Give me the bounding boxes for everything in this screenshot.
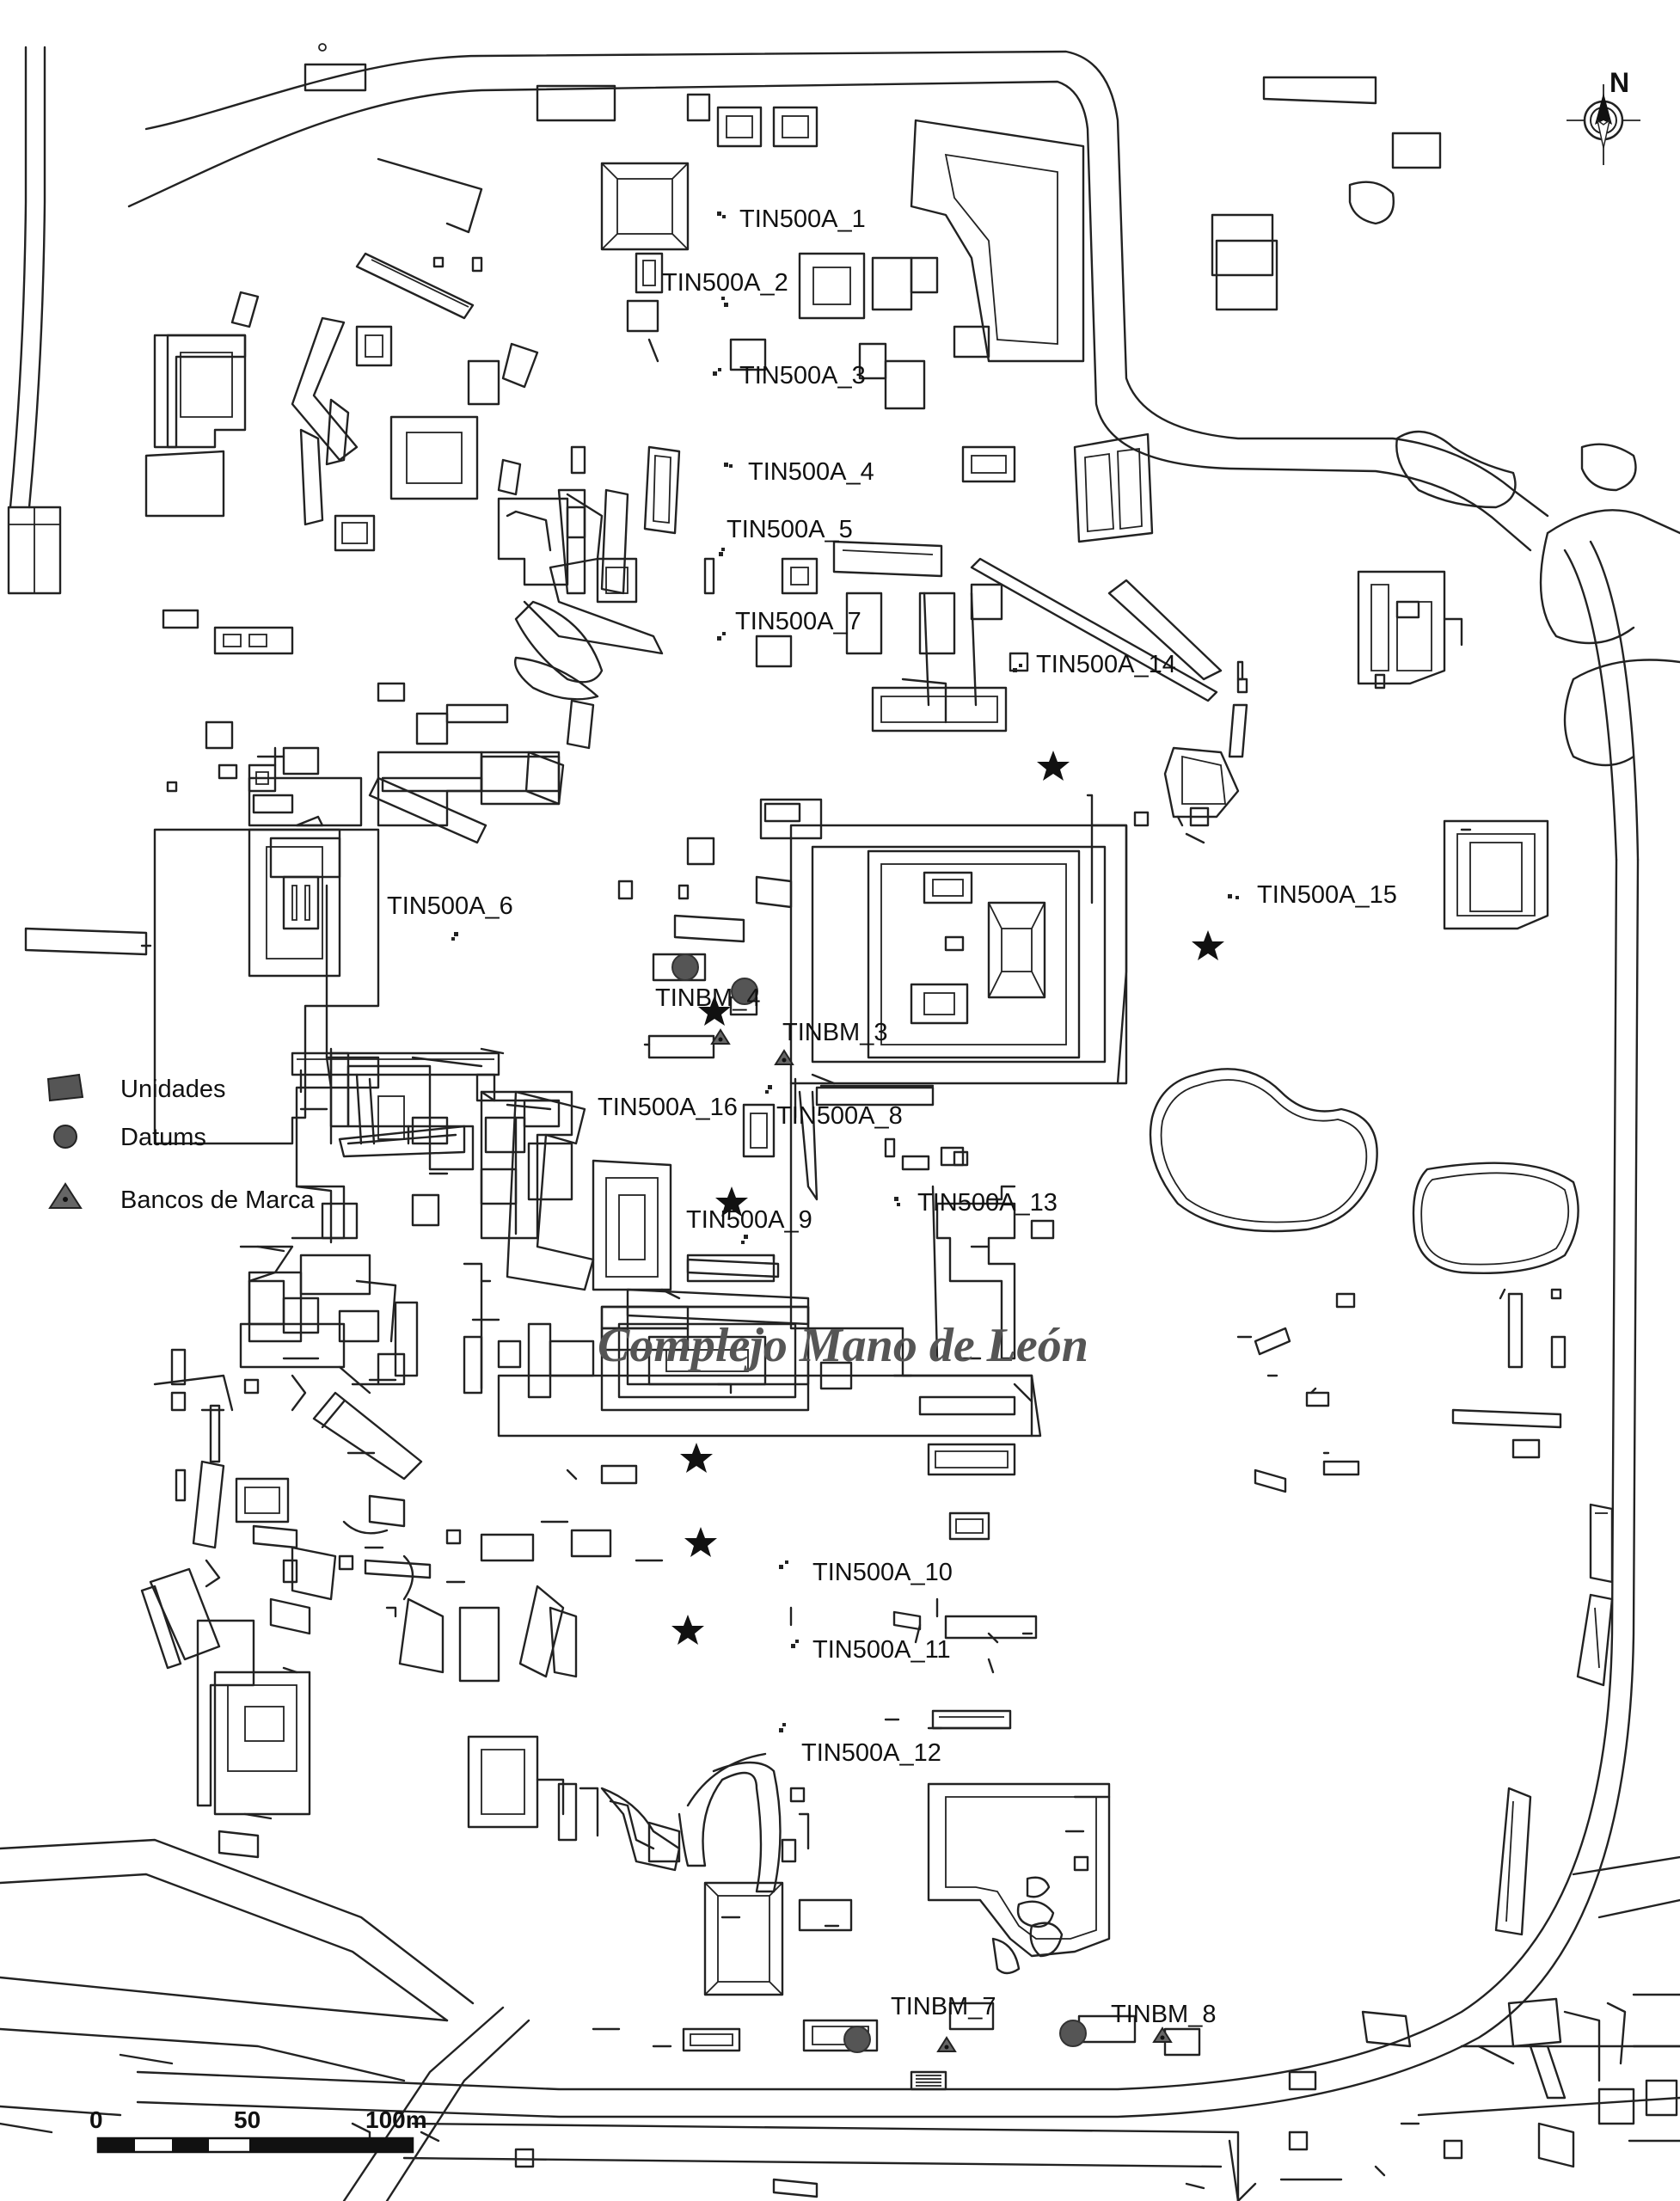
legend-label-units: Unidades <box>120 1076 226 1103</box>
benchmark-marker <box>710 1028 1173 2052</box>
unit-label-tin500a-11: TIN500A_11 <box>812 1636 951 1664</box>
star-marker <box>715 1186 748 1217</box>
star-marker <box>680 1443 713 1473</box>
datum-circle-icon <box>53 1125 77 1149</box>
unit-label-tin500a-6: TIN500A_6 <box>387 892 513 920</box>
unit-label-tin500a-8: TIN500A_8 <box>776 1102 903 1130</box>
unit-label-tin500a-10: TIN500A_10 <box>812 1559 953 1586</box>
scale-label-50: 50 <box>234 2106 261 2133</box>
scale-label-0: 0 <box>89 2106 103 2133</box>
benchmark-triangle-icon <box>48 1182 83 1209</box>
excavation-units: TIN500A_1 TIN500A_2 TIN500A_3 TIN500A_4 … <box>387 205 1397 1767</box>
datums <box>671 953 1087 2053</box>
legend-label-benchmarks: Bancos de Marca <box>120 1186 316 1214</box>
unit-label-tin500a-4: TIN500A_4 <box>748 458 874 486</box>
north-arrow-icon <box>1595 93 1612 125</box>
datum-marker <box>843 2026 871 2053</box>
unit-label-tin500a-12: TIN500A_12 <box>801 1739 941 1767</box>
map-title: Complejo Mano de León <box>598 1319 1088 1372</box>
unit-label-tin500a-15: TIN500A_15 <box>1257 881 1397 909</box>
legend: Unidades Datums Bancos de Marca <box>46 1073 316 1214</box>
datum-marker <box>731 978 758 1005</box>
north-label: N <box>1609 67 1629 98</box>
unit-label-tin500a-16: TIN500A_16 <box>598 1094 738 1121</box>
benchmark-label-tinbm-3: TINBM_3 <box>782 1019 887 1046</box>
star-marker <box>671 1615 704 1645</box>
datum-marker <box>671 953 699 981</box>
unit-label-tin500a-2: TIN500A_2 <box>662 269 788 297</box>
road-network <box>0 46 1680 2201</box>
north-arrow: N <box>1567 67 1640 165</box>
star-marker <box>698 996 731 1026</box>
star-markers <box>671 751 1224 1645</box>
unit-label-tin500a-9: TIN500A_9 <box>686 1206 812 1234</box>
star-marker <box>1037 751 1070 781</box>
benchmarks: TINBM_4 TINBM_3 TINBM_7 TINBM_8 <box>655 984 1216 2052</box>
scale-bar: 0 50 100m <box>89 2106 427 2154</box>
unit-icon <box>46 1073 84 1102</box>
datum-marker <box>1059 2020 1087 2047</box>
legend-label-datums: Datums <box>120 1124 206 1151</box>
benchmark-label-tinbm-7: TINBM_7 <box>891 1993 996 2020</box>
benchmark-label-tinbm-8: TINBM_8 <box>1111 2001 1216 2028</box>
unit-label-tin500a-13: TIN500A_13 <box>917 1189 1058 1217</box>
unit-label-tin500a-14: TIN500A_14 <box>1036 651 1176 678</box>
star-marker <box>1192 930 1224 960</box>
star-marker <box>684 1527 717 1557</box>
unit-label-tin500a-3: TIN500A_3 <box>739 362 866 389</box>
unit-label-tin500a-1: TIN500A_1 <box>739 205 866 233</box>
unit-label-tin500a-5: TIN500A_5 <box>727 516 853 543</box>
structures <box>0 43 1680 2201</box>
aguadas <box>514 181 1680 1958</box>
scale-label-100: 100m <box>365 2106 427 2133</box>
unit-label-tin500a-7: TIN500A_7 <box>735 608 861 635</box>
